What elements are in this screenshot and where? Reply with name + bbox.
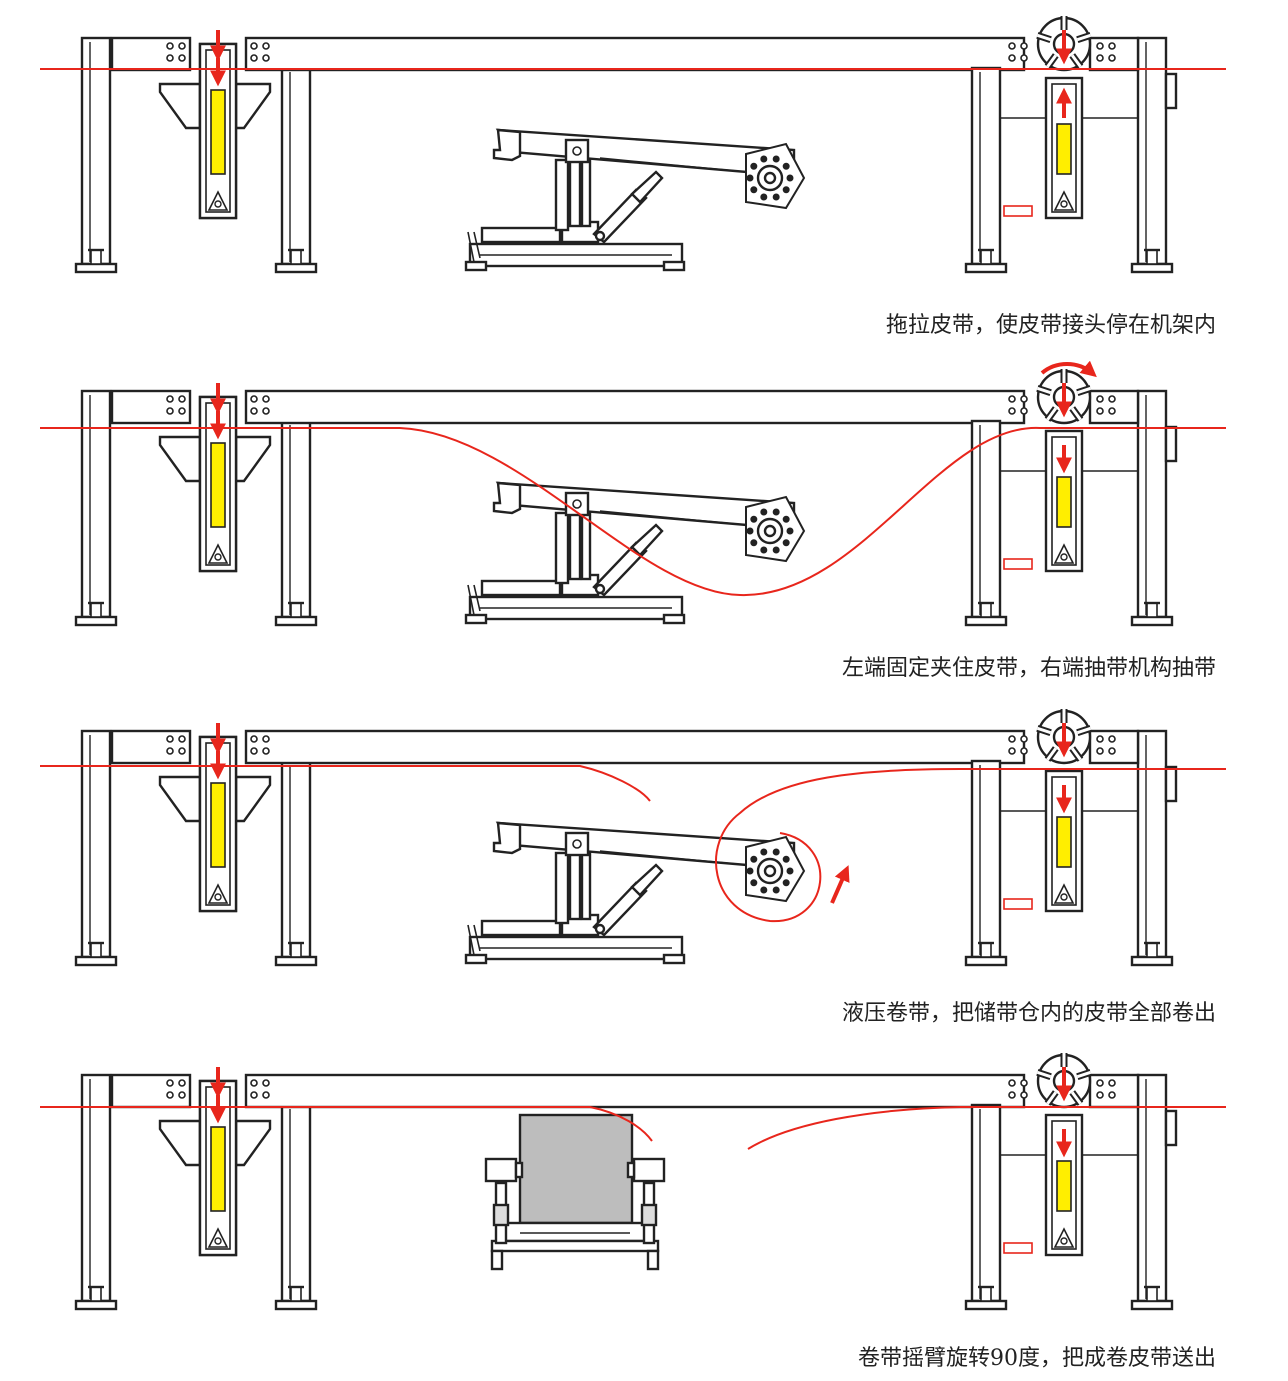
left-gusset-right [234, 775, 272, 823]
left-top-plate [110, 1073, 192, 1109]
step-1-panel [40, 16, 1226, 274]
winding-arm-machine [464, 821, 806, 965]
right-outer-leg [1130, 36, 1174, 274]
left-gusset-left [158, 775, 202, 823]
left-gusset-right [234, 1119, 272, 1167]
left-inner-leg [274, 66, 318, 274]
step-4-caption: 卷带摇臂旋转90度，把成卷皮带送出 [858, 1346, 1216, 1371]
left-inner-leg [274, 419, 318, 627]
winding-arm-machine [464, 481, 806, 625]
left-outer-leg [74, 729, 118, 967]
right-clamp-cylinder [1044, 1113, 1084, 1257]
left-gusset-right [234, 82, 272, 130]
lower-slide [480, 919, 562, 937]
top-beam [244, 729, 1026, 765]
right-inner-leg [964, 66, 1008, 274]
left-gusset-left [158, 1119, 202, 1167]
right-clamp-cylinder [1044, 76, 1084, 220]
left-inner-leg [274, 1103, 318, 1311]
sensor-marker [1003, 205, 1033, 217]
sensor-marker [1003, 1242, 1033, 1254]
left-gusset-left [158, 435, 202, 483]
left-top-plate [110, 729, 192, 765]
winding-arm-machine [464, 128, 806, 272]
rotated-base [490, 1239, 660, 1253]
right-clamp-cylinder [1044, 429, 1084, 573]
left-bolt-holes [166, 42, 186, 62]
left-top-plate [110, 389, 192, 425]
roller-rotation-arrow [830, 865, 850, 904]
right-inner-leg [964, 1103, 1008, 1311]
belt-winding-segment [715, 768, 1226, 923]
step-2-panel [40, 360, 1226, 627]
right-bolt-holes [1096, 1079, 1116, 1099]
wheel-rotation-arrow [1040, 360, 1097, 378]
left-gusset-right [234, 435, 272, 483]
belt-left-cut-end [40, 1106, 653, 1142]
left-clamp-cylinder [198, 42, 238, 220]
side-handle [1164, 765, 1178, 803]
top-beam [244, 1073, 1026, 1109]
left-bearing [484, 1157, 518, 1183]
step-3-panel [40, 709, 1226, 967]
lower-slide [480, 579, 562, 597]
right-inner-leg [964, 419, 1008, 627]
left-gusset-left [158, 82, 202, 130]
left-outer-leg [74, 36, 118, 274]
step-1-caption: 拖拉皮带，使皮带接头停在机架内 [885, 313, 1216, 338]
belt-right-cut-end [747, 1106, 1226, 1150]
beam-bolt-holes-right [1008, 42, 1028, 62]
step-4-panel [40, 1053, 1226, 1311]
right-bolt-holes [1096, 395, 1116, 415]
step-2-caption: 左端固定夹住皮带，右端抽带机构抽带 [841, 656, 1216, 681]
right-outer-leg [1130, 1073, 1174, 1311]
top-beam [244, 36, 1026, 72]
roll-cradle [498, 1221, 652, 1243]
lower-slide [480, 226, 562, 244]
beam-bolt-holes-left [250, 735, 270, 755]
beam-bolt-holes-right [1008, 735, 1028, 755]
beam-bolt-holes-right [1008, 1079, 1028, 1099]
left-bolt-holes [166, 735, 186, 755]
beam-bolt-holes-left [250, 1079, 270, 1099]
sensor-marker [1003, 558, 1033, 570]
beam-bolt-holes-right [1008, 395, 1028, 415]
side-handle [1164, 72, 1178, 110]
left-clamp-cylinder [198, 1079, 238, 1257]
left-inner-leg [274, 759, 318, 967]
sensor-marker [1003, 898, 1033, 910]
beam-bolt-holes-left [250, 395, 270, 415]
left-top-plate [110, 36, 192, 72]
side-handle [1164, 1109, 1178, 1147]
beam-bolt-holes-left [250, 42, 270, 62]
belt-roll [518, 1113, 634, 1225]
right-inner-leg [964, 759, 1008, 967]
left-clamp-cylinder [198, 395, 238, 573]
left-outer-leg [74, 389, 118, 627]
right-bolt-holes [1096, 735, 1116, 755]
left-outer-leg [74, 1073, 118, 1311]
right-bolt-holes [1096, 42, 1116, 62]
left-bolt-holes [166, 395, 186, 415]
left-clamp-cylinder [198, 735, 238, 913]
rotated-arm-with-roll [484, 1113, 666, 1271]
right-bearing [632, 1157, 666, 1183]
right-clamp-cylinder [1044, 769, 1084, 913]
top-beam [244, 389, 1026, 425]
left-bolt-holes [166, 1079, 186, 1099]
step-3-caption: 液压卷带，把储带仓内的皮带全部卷出 [841, 1001, 1216, 1026]
side-handle [1164, 425, 1178, 463]
belt-left-segment [40, 765, 651, 802]
conveyor-belt-loop [40, 426, 1226, 597]
